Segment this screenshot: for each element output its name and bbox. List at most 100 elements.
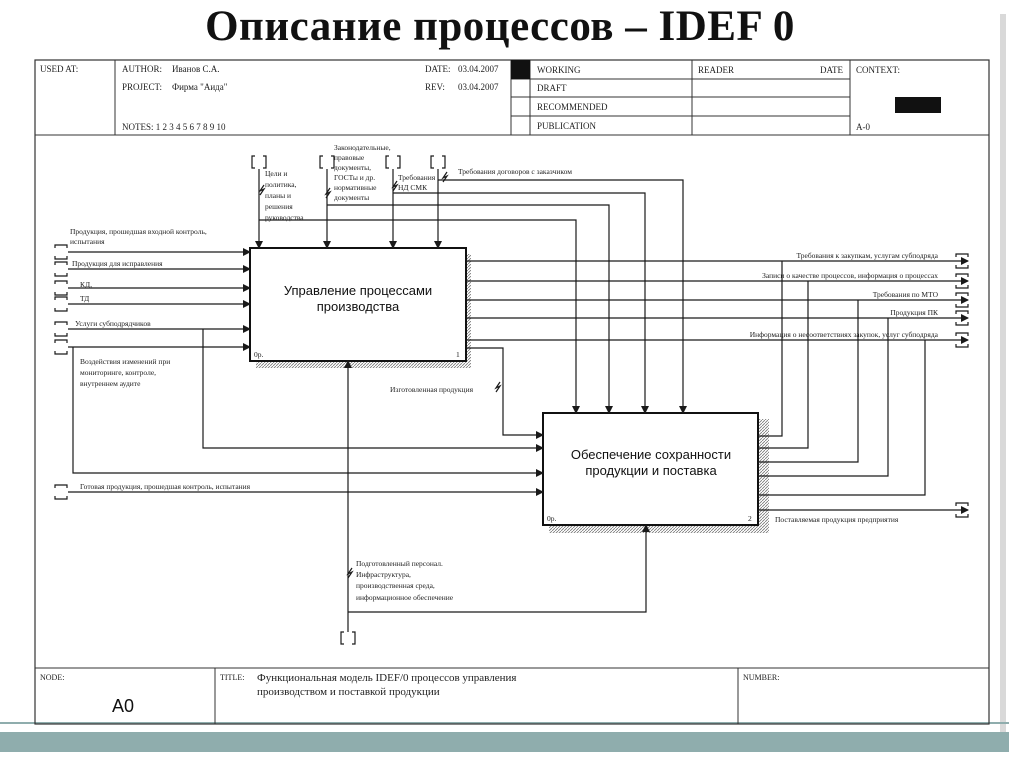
node-value: A0 [112,696,134,716]
box-1-number: 1 [456,350,460,359]
status-draft: DRAFT [537,83,567,93]
tunnel-bracket-o6 [955,502,969,518]
tunnel-bracket-c1 [251,155,267,169]
rev-label: REV: [425,82,445,92]
status-recommended: RECOMMENDED [537,102,608,112]
label-o3: Требования по МТО [873,290,939,299]
callout-squiggle-made [494,381,502,393]
label-o6: Поставляемая продукция предприятия [775,515,899,524]
tunnel-bracket-i5 [54,321,68,337]
tunnel-bracket-i1 [54,244,68,260]
tunnel-bracket-i7 [54,484,68,500]
callout-squiggle-c3 [391,180,399,192]
label-c1-line-3: планы и [265,191,291,200]
callout-squiggle-c2 [324,187,332,199]
context-label: CONTEXT: [856,65,900,75]
label-c2-line-1: Законодательные, [334,143,391,152]
callout-squiggle-mech [346,567,354,579]
arrow-made-product [466,347,544,439]
box-2-cost: 0р. [547,514,557,523]
number-label: NUMBER: [743,673,779,682]
label-i1-line-2: испытания [70,237,105,246]
author-value: Иванов С.А. [172,64,219,74]
label-i6-line-2: мониторинге, контроле, [80,368,156,377]
label-c2-line-3: документы, [334,163,371,172]
label-i5: Услуги субподрядчиков [75,319,151,328]
label-mech-line-3: производственная среда, [356,581,435,590]
author-label: AUTHOR: [122,64,162,74]
tunnel-bracket-i3 [54,280,68,296]
label-i6-line-1: Воздействия изменений при [80,357,170,366]
label-c2-line-4: ГОСТы и др. [334,173,375,182]
node-label: NODE: [40,673,64,682]
label-i1-line-1: Продукция, прошедшая входной контроль, [70,227,207,236]
notes: NOTES: 1 2 3 4 5 6 7 8 9 10 [122,122,226,132]
arrow-o4-box2 [758,318,889,477]
label-c4: Требования договоров с заказчиком [458,167,572,176]
label-i2: Продукция для исправления [72,259,163,268]
label-c2-line-6: документы [334,193,369,202]
title-line-2: производством и поставкой продукции [257,686,440,698]
activity-box-1: Управление процессами производства 0р. 1 [249,247,471,368]
label-mech-line-1: Подготовленный персонал. [356,559,443,568]
status-publication: PUBLICATION [537,121,597,131]
arrow-o3-box2 [758,300,859,463]
header: USED AT: AUTHOR: Иванов С.А. PROJECT: Фи… [35,60,989,136]
title-line-1: Функциональная модель IDEF/0 процессов у… [257,672,516,684]
tunnel-brackets [54,155,969,645]
slide-title: Описание процессов – IDEF 0 [205,3,795,50]
label-c2-line-2: правовые [334,153,365,162]
activity-box-2: Обеспечение сохранности продукции и пост… [542,412,769,533]
label-c1-line-2: политика, [265,180,297,189]
label-mech-line-4: информационное обеспечение [356,593,454,602]
diagram-frame [34,59,990,725]
box-1-title-line-2: производства [317,299,400,314]
label-mech-line-2: Инфраструктура, [356,570,411,579]
callout-squiggle-c4 [441,171,449,183]
arrow-o5-box2 [758,340,926,496]
arrows [68,169,969,632]
label-i4: ТД [80,294,89,303]
project-value: Фирма "Аида" [172,82,228,92]
tunnel-bracket-c4 [430,155,446,169]
arrow-c1-box2 [259,219,580,414]
label-o1: Требования к закупкам, услугам субподряд… [796,251,938,260]
label-c3-line-2: НД СМК [398,183,428,192]
date-label: DATE: [425,64,451,74]
status-working: WORKING [537,65,581,75]
box-2-title-line-2: продукции и поставка [585,463,717,478]
arrow-c2-box2 [327,204,613,414]
date2-label: DATE [820,65,843,75]
label-o5: Информация о несоответствиях закупок, ус… [750,330,939,339]
tunnel-bracket-c3 [385,155,401,169]
node-ref: A-0 [856,122,870,132]
arrow-mech-box2 [348,524,650,613]
tunnel-bracket-c2 [319,155,335,169]
arrow-o2-box2 [758,281,809,449]
label-o4: Продукция ПК [890,308,939,317]
tunnel-bracket-mech [340,631,356,645]
label-c1-line-4: решения [265,202,293,211]
label-c1-line-1: Цели и [265,169,287,178]
tunnel-bracket-i6 [54,339,68,355]
title-label: TITLE: [220,673,244,682]
label-c2-line-5: нормативные [334,183,377,192]
footer-line [0,722,1009,724]
box-2-number: 2 [748,514,752,523]
project-label: PROJECT: [122,82,162,92]
slide-shadow [1000,14,1006,734]
tunnel-bracket-o4 [955,310,969,326]
label-i7: Готовая продукция, прошедшая контроль, и… [80,482,251,491]
label-c3-line-1: Требования [398,173,436,182]
rev-value: 03.04.2007 [458,82,499,92]
arrow-labels: Цели и политика, планы и решения руковод… [70,143,939,602]
box-1-cost: 0р. [254,350,264,359]
arrow-c4-box2 [438,179,687,414]
arrow-i6-box2 [72,347,544,477]
label-made-product: Изготовленная продукция [390,385,474,394]
footer-bar [0,732,1009,752]
label-o2: Записи о качестве процессов, информация … [762,271,938,280]
arrow-o1-box2 [758,261,783,437]
working-marker [511,60,530,79]
